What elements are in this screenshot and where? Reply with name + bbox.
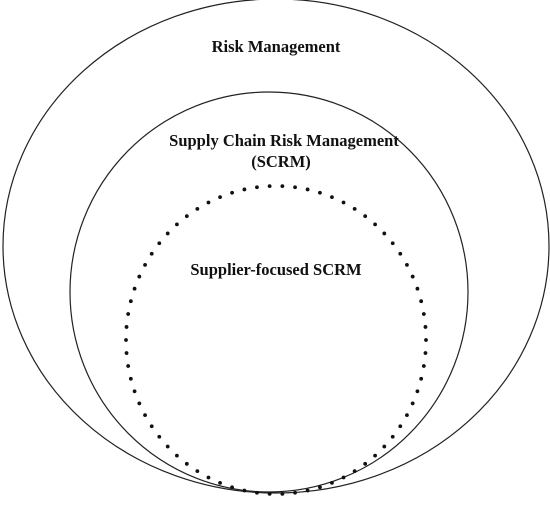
dotted-circle-dot <box>124 325 129 329</box>
dotted-circle-dot <box>318 190 322 195</box>
middle-circle-scrm <box>69 91 469 493</box>
dotted-circle-dot <box>126 312 131 316</box>
dotted-circle-dot <box>143 413 147 418</box>
dotted-circle-dot <box>415 389 420 394</box>
dotted-circle-dot <box>184 461 189 466</box>
dotted-circle-dot <box>419 299 424 304</box>
dotted-circle-dot <box>318 485 322 490</box>
dotted-circle-dot <box>149 424 154 429</box>
dotted-circle-dot <box>157 241 162 246</box>
dotted-circle-dot <box>410 274 415 279</box>
dotted-circle-dot <box>363 461 368 466</box>
inner-label: Supplier-focused SCRM <box>190 260 362 279</box>
dotted-circle-dot <box>195 469 200 474</box>
outer-label: Risk Management <box>212 37 341 56</box>
dotted-circle-dot <box>423 351 428 355</box>
dotted-circle-dot <box>382 231 387 236</box>
dotted-circle-dot <box>165 444 170 449</box>
dotted-circle-dot <box>398 424 403 429</box>
dotted-circle-dot <box>352 469 357 474</box>
dotted-circle-dot <box>255 185 259 190</box>
dotted-circle-dot <box>421 312 426 316</box>
middle-label-line2: (SCRM) <box>251 152 311 171</box>
dotted-circle-dot <box>230 190 234 195</box>
dotted-circle-dot <box>423 325 428 329</box>
dotted-circle-dot <box>157 434 162 439</box>
dotted-circle-dot <box>255 490 259 495</box>
dotted-circle-dot <box>206 200 211 205</box>
dotted-circle-dot <box>124 338 128 342</box>
dotted-circle-dot <box>242 187 247 192</box>
dotted-circle-dot <box>352 206 357 211</box>
dotted-circle-dot <box>382 444 387 449</box>
dotted-circle-dot <box>230 485 234 490</box>
dotted-circle-dot <box>305 488 310 493</box>
dotted-circle-dot <box>341 475 346 480</box>
dotted-circle-dot <box>132 389 137 394</box>
dotted-circle-dot <box>132 286 137 291</box>
dotted-circle-dot <box>415 286 420 291</box>
dotted-circle-dot <box>419 376 424 381</box>
dotted-circle-dot <box>373 453 377 458</box>
dotted-circle-dot <box>293 185 297 190</box>
inner-dotted-circle-supplier-scrm <box>124 184 428 496</box>
dotted-circle-dot <box>124 351 129 355</box>
dotted-circle-dot <box>175 222 179 227</box>
dotted-circle-dot <box>206 475 211 480</box>
dotted-circle-dot <box>128 299 133 304</box>
dotted-circle-dot <box>305 187 310 192</box>
dotted-circle-dot <box>195 206 200 211</box>
dotted-circle-dot <box>424 338 428 342</box>
dotted-circle-dot <box>398 251 403 256</box>
dotted-circle-dot <box>330 195 334 200</box>
dotted-circle-dot <box>242 488 247 493</box>
dotted-circle-dot <box>175 453 179 458</box>
dotted-circle-dot <box>126 364 131 368</box>
dotted-circle-dot <box>280 184 285 189</box>
dotted-circle-dot <box>165 231 170 236</box>
dotted-circle-dot <box>373 222 377 227</box>
middle-label-line1: Supply Chain Risk Management <box>169 131 399 150</box>
dotted-circle-dot <box>410 401 415 406</box>
dotted-circle-dot <box>363 214 368 219</box>
dotted-circle-dot <box>218 480 222 485</box>
dotted-circle-dot <box>184 214 189 219</box>
dotted-circle-dot <box>280 491 285 496</box>
dotted-circle-dot <box>137 274 142 279</box>
dotted-circle-dot <box>137 401 142 406</box>
dotted-circle-dot <box>405 262 409 267</box>
dotted-circle-dot <box>293 490 297 495</box>
dotted-circle-dot <box>143 262 147 267</box>
dotted-circle-dot <box>421 364 426 368</box>
dotted-circle-dot <box>149 251 154 256</box>
dotted-circle-dot <box>218 195 222 200</box>
outer-circle-risk-management <box>2 0 550 494</box>
dotted-circle-dot <box>128 376 133 381</box>
dotted-circle-dot <box>267 184 272 189</box>
dotted-circle-dot <box>267 491 272 496</box>
dotted-circle-dot <box>405 413 409 418</box>
dotted-circle-dot <box>330 480 334 485</box>
dotted-circle-dot <box>341 200 346 205</box>
dotted-circle-dot <box>390 241 395 246</box>
dotted-circle-dot <box>390 434 395 439</box>
